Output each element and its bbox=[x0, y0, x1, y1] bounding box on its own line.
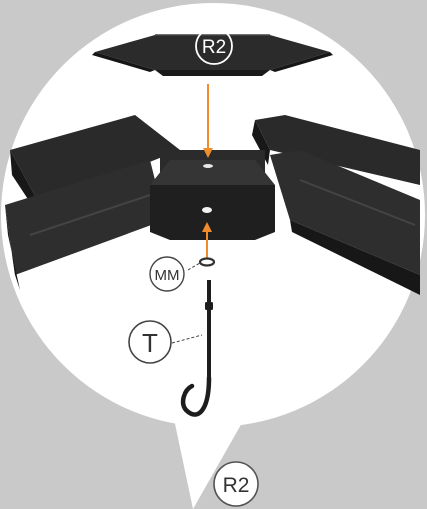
hook-label-text: T bbox=[142, 328, 158, 358]
bottom-tag-label: R2 bbox=[214, 462, 258, 506]
washer-label-text: MM bbox=[155, 267, 180, 284]
hook-label: T bbox=[129, 321, 171, 363]
hub-bottom-hole bbox=[202, 207, 212, 213]
washer-label: MM bbox=[150, 257, 184, 291]
hub-top-hole bbox=[203, 164, 213, 168]
center-hub bbox=[150, 150, 275, 240]
top-cap-label-text: R2 bbox=[202, 37, 226, 58]
bottom-tag-text: R2 bbox=[223, 474, 250, 497]
